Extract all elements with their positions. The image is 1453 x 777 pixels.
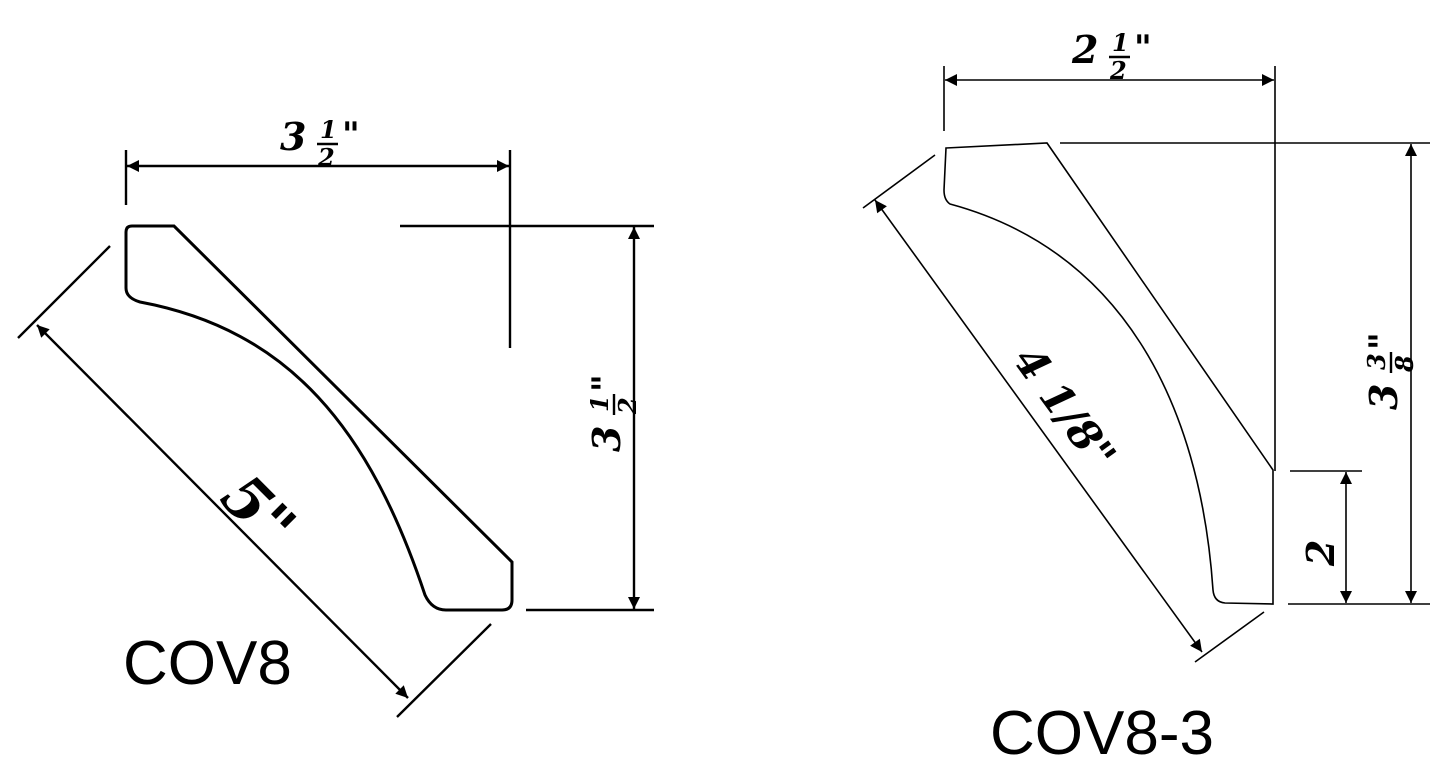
cov8-height-whole: 3 (584, 426, 629, 452)
cov8-3-width-whole: 2 (1071, 27, 1098, 72)
cov8-3-width-inch: " (1134, 28, 1152, 68)
cov8-3-width-den: 2 (1109, 56, 1127, 85)
cov8-3-lower-label: 2 (1298, 540, 1343, 567)
cov8-3-diagonal-label: 4 1/8" (1004, 337, 1126, 479)
cov8-3-height-whole: 3 (1361, 384, 1406, 410)
cov8-height-num: 1 (585, 395, 614, 412)
cov8-caption: COV8 (123, 629, 292, 698)
cov8-3-height-inch: " (1362, 332, 1402, 350)
cov8-width-label: 3 1 2 " (280, 114, 360, 172)
cov8-3-height-label: 3 3 8 " (1361, 332, 1419, 410)
cov8-3-profile: 2 1 2 " 3 3 8 " 2 4 1/8" COV8-3 (862, 27, 1430, 768)
cov8-3-height-den: 8 (1390, 355, 1419, 373)
cov8-diag-dim-line (36, 324, 409, 699)
cov8-outline (124, 224, 514, 612)
cov8-3-caption: COV8-3 (990, 699, 1214, 768)
cov8-width-den: 2 (317, 143, 335, 172)
cov8-diag-ext-bottom (396, 623, 492, 718)
cov8-width-inch: " (342, 115, 360, 155)
cov8-diagonal-label: 5" (207, 461, 308, 562)
cov8-height-inch: " (585, 374, 625, 392)
cov8-diag-ext-top (17, 245, 111, 339)
cov8-3-width-num: 1 (1112, 28, 1129, 57)
cov8-3-width-label: 2 1 2 " (1071, 27, 1152, 85)
cov8-3-outline (943, 142, 1274, 605)
cov8-3-height-num: 3 (1362, 353, 1391, 370)
cov8-3-diag-ext-bottom (1194, 611, 1265, 663)
cov8-height-label: 3 1 2 " (584, 374, 642, 452)
cov8-3-diag-dim-line (874, 199, 1203, 653)
cov8-height-den: 2 (613, 397, 642, 415)
cov8-width-whole: 3 (280, 114, 306, 159)
cov8-3-diag-ext-top (862, 154, 936, 209)
cov8-profile: 3 1 2 " 3 1 2 " 5" COV8 (17, 114, 654, 718)
cov8-width-num: 1 (320, 115, 337, 144)
